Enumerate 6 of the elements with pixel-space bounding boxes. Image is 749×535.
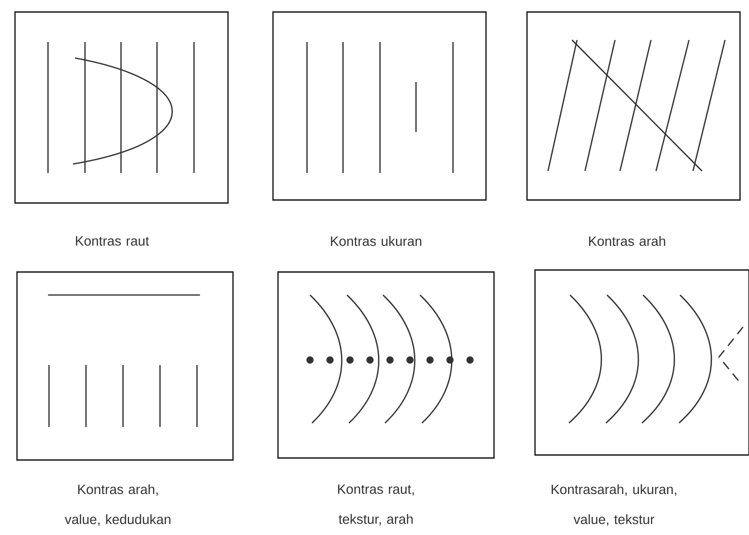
- node-label: Kontras ukuran: [330, 236, 422, 246]
- node-label: Kontras raut: [76, 236, 150, 246]
- node-label: Kontras arah: [589, 236, 666, 246]
- node-label: Kontrasarah, ukuran, value, tekstur: [552, 484, 676, 526]
- node-label: Kontras raut, tekstur, arah: [338, 484, 414, 526]
- node-label: Kontras arah, value, kedudukan: [64, 484, 170, 526]
